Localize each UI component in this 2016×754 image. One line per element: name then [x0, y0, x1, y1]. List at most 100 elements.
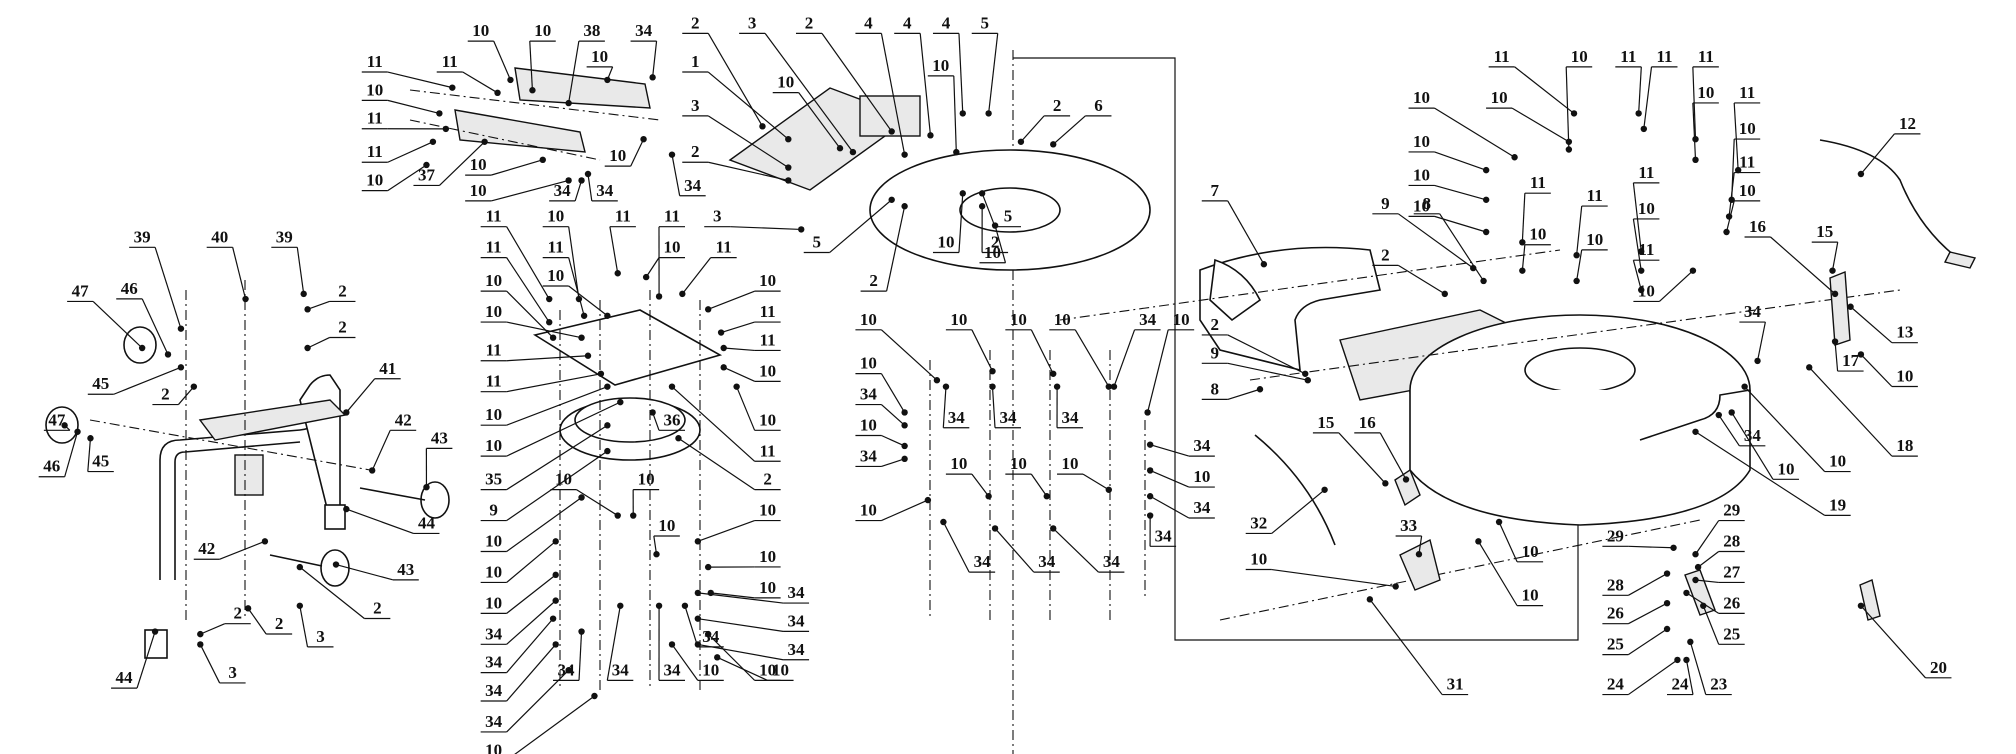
callout-13: 13 — [1847, 303, 1918, 344]
fastener-marker — [978, 190, 986, 197]
callout-label: 11 — [1739, 83, 1755, 102]
callout-leader — [707, 71, 789, 140]
callout-34: 34 — [1146, 436, 1215, 457]
callout-label: 2 — [805, 13, 814, 32]
callout-leader — [671, 386, 756, 462]
callout-leader — [92, 301, 143, 349]
callout-label: 10 — [534, 21, 551, 40]
fastener-marker — [1482, 228, 1490, 236]
fastener-marker — [1573, 277, 1580, 285]
callout-label: 10 — [366, 171, 383, 190]
callout-42: 42 — [193, 538, 269, 560]
callout-label: 43 — [431, 428, 448, 447]
callout-label: 2 — [373, 599, 382, 618]
callout-label: 10 — [366, 80, 383, 99]
fastener-marker — [785, 164, 792, 171]
fastener-marker — [1723, 228, 1730, 236]
callout-label: 43 — [397, 560, 414, 579]
fastener-marker — [1573, 252, 1580, 259]
callout-leader — [506, 424, 608, 491]
callout-36: 36 — [649, 409, 685, 431]
callout-leader — [1434, 184, 1487, 201]
callout-34: 34 — [681, 602, 724, 648]
callout-leader — [141, 298, 169, 355]
callout-leader — [881, 404, 906, 426]
callout-leader — [568, 40, 580, 104]
callout-label: 26 — [1607, 604, 1624, 623]
assembly-guides — [1012, 50, 1579, 754]
fastener-marker — [507, 76, 514, 84]
callout-leader — [678, 437, 755, 491]
callout-10: 10 — [855, 496, 932, 522]
fastener-marker — [1674, 656, 1681, 664]
callout-44: 44 — [343, 505, 440, 535]
fastener-marker — [614, 512, 621, 519]
callout-label: 24 — [1607, 675, 1625, 694]
callout-2: 2 — [197, 604, 251, 638]
fastener-marker — [1519, 239, 1526, 246]
callout-2: 2 — [304, 281, 356, 313]
fastener-marker — [604, 422, 611, 429]
fastener-marker — [978, 203, 986, 210]
callout-10: 10 — [1408, 132, 1490, 174]
callout-label: 11 — [1494, 47, 1510, 66]
callout-34: 34 — [694, 583, 810, 604]
callout-2: 2 — [152, 383, 198, 406]
fastener-marker — [1831, 290, 1839, 298]
callout-leader — [490, 159, 543, 176]
fastener-marker — [1043, 493, 1050, 500]
fastener-marker — [1321, 486, 1328, 493]
callout-11: 11 — [361, 109, 450, 133]
callout-10: 10 — [529, 21, 556, 94]
callout-34: 34 — [855, 446, 908, 468]
callout-leader — [232, 247, 247, 300]
callout-leader — [1030, 329, 1054, 375]
fastener-marker — [704, 563, 712, 571]
callout-label: 11 — [615, 207, 631, 226]
callout-label: 10 — [555, 470, 572, 489]
callout-label: 26 — [1723, 593, 1740, 612]
callout-43: 43 — [423, 428, 453, 491]
callout-leader — [506, 618, 554, 674]
callout-leader — [506, 355, 589, 362]
callout-leader — [652, 41, 658, 78]
callout-leader — [1576, 249, 1583, 282]
fastener-marker — [785, 136, 792, 143]
fastener-marker — [1689, 267, 1697, 274]
callout-15: 15 — [1811, 222, 1839, 274]
fastener-marker — [679, 290, 686, 298]
fastener-marker — [991, 222, 999, 229]
fastener-marker — [733, 383, 740, 390]
fastener-marker — [343, 409, 350, 416]
callout-label: 10 — [1638, 281, 1655, 300]
callout-leader — [1697, 551, 1720, 568]
fastener-marker — [584, 170, 592, 178]
fastener-marker — [759, 123, 766, 130]
fastener-marker — [1050, 525, 1057, 532]
callout-11: 11 — [480, 341, 592, 362]
callout-label: 34 — [1193, 498, 1211, 517]
fastener-marker — [1441, 290, 1449, 298]
callout-2: 2 — [860, 203, 908, 292]
callout-label: 24 — [1672, 675, 1690, 694]
callout-10: 10 — [1632, 199, 1660, 274]
callout-leader — [829, 199, 893, 253]
fastener-marker — [927, 132, 934, 139]
callout-39: 39 — [271, 227, 307, 298]
callout-label: 47 — [72, 281, 90, 300]
callout-label: 16 — [1749, 217, 1766, 236]
callout-leader — [953, 75, 957, 153]
callout-label: 46 — [121, 279, 138, 298]
callout-20: 20 — [1857, 602, 1952, 679]
callout-leader — [1439, 213, 1485, 282]
callout-leader — [506, 644, 557, 702]
callout-label: 10 — [759, 361, 776, 380]
callout-label: 10 — [1739, 119, 1756, 138]
callout-5: 5 — [978, 190, 1021, 228]
callout-leader — [1638, 66, 1642, 114]
callout-10: 10 — [1728, 409, 1799, 480]
callout-label: 2 — [691, 13, 700, 32]
callout-11: 11 — [361, 52, 456, 91]
callout-11: 11 — [361, 138, 437, 163]
fastener-marker — [1480, 277, 1487, 285]
